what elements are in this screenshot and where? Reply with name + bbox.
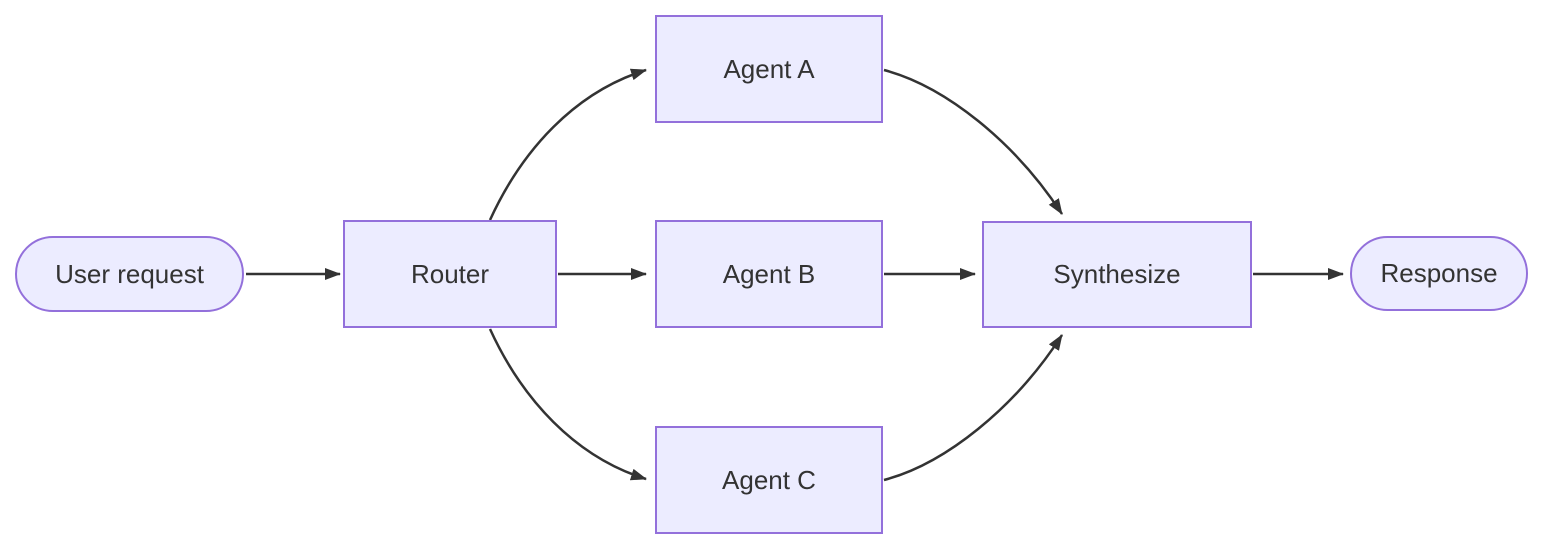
node-label: Agent A [723, 53, 815, 84]
node-synthesize: Synthesize [982, 221, 1252, 328]
node-agent-a: Agent A [655, 15, 883, 123]
node-agent-b: Agent B [655, 220, 883, 328]
edge-router-agent-c [488, 328, 647, 481]
node-label: Response [1380, 258, 1498, 288]
node-label: Agent C [722, 464, 816, 495]
node-label: Agent B [722, 258, 816, 289]
edge-agent-a-synthesize [883, 68, 1064, 215]
node-label: Synthesize [1053, 259, 1181, 289]
edge-agent-c-synthesize [883, 334, 1064, 482]
node-label: Router [410, 258, 490, 289]
node-response: Response [1350, 236, 1528, 311]
node-user-request: User request [15, 236, 244, 312]
node-label: User request [55, 258, 204, 289]
node-router: Router [343, 220, 557, 328]
edge-router-agent-a [488, 68, 647, 221]
node-agent-c: Agent C [655, 426, 883, 534]
